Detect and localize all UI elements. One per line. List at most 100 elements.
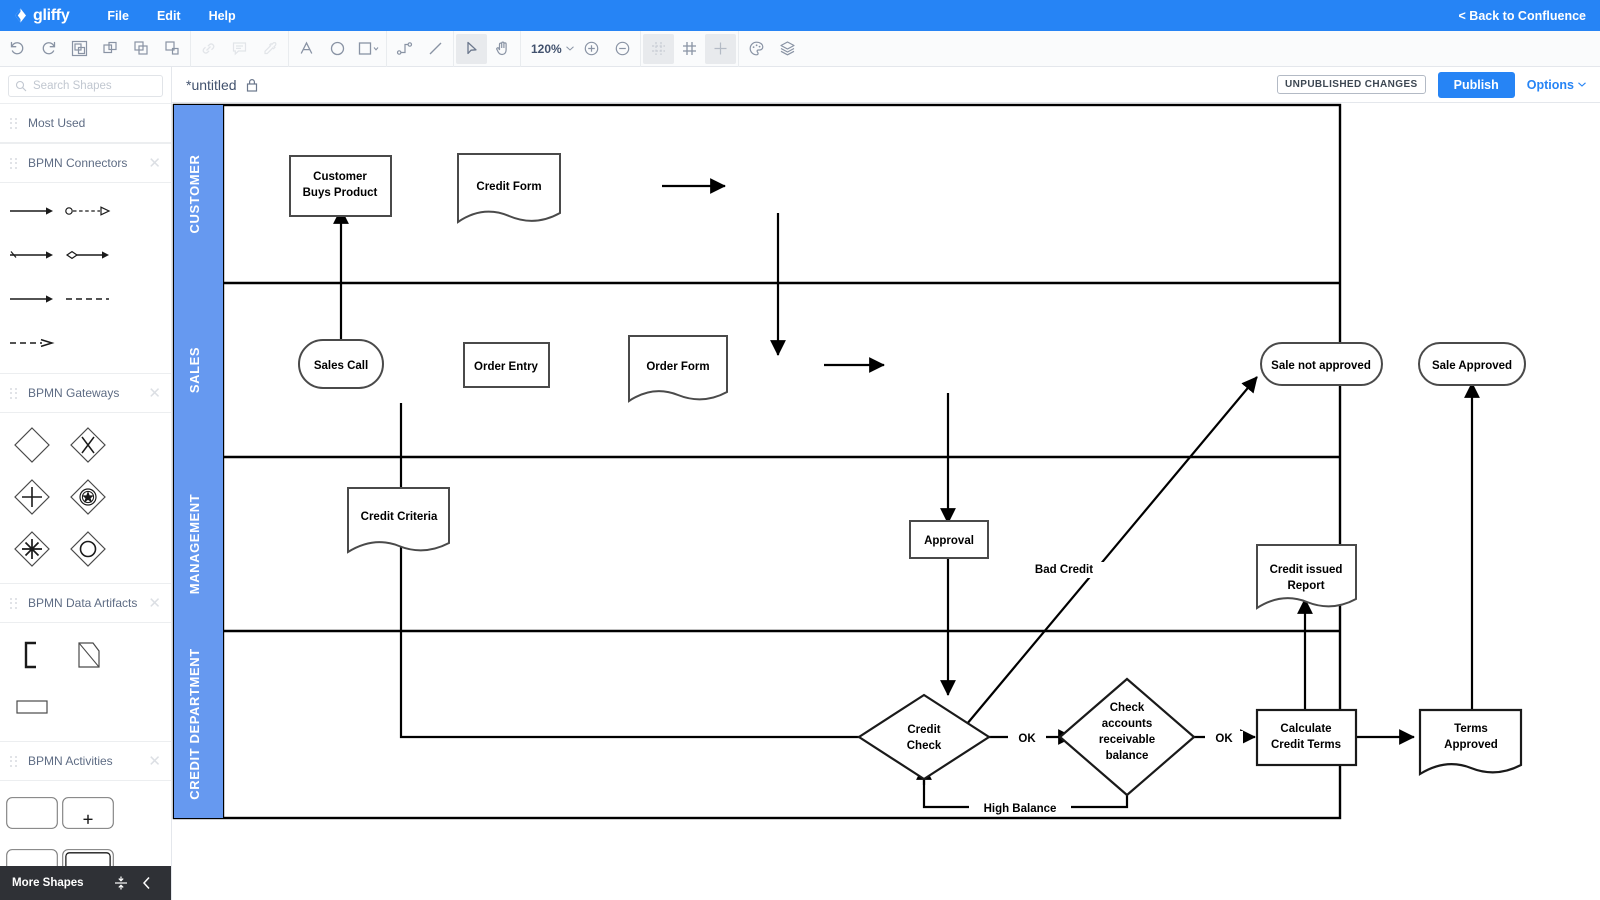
- collapse-sidebar-icon[interactable]: [134, 875, 160, 891]
- menu-edit[interactable]: Edit: [156, 8, 181, 23]
- document-title[interactable]: *untitled: [186, 76, 237, 93]
- sidebar-section-bpmn-gateways[interactable]: BPMN Gateways ✕: [0, 373, 171, 413]
- theme-palette-icon[interactable]: [741, 34, 772, 64]
- link-icon[interactable]: [193, 34, 224, 64]
- drag-grip-icon: [10, 117, 19, 129]
- lane-header-credit-department[interactable]: CREDIT DEPARTMENT: [174, 631, 223, 818]
- node-order-form[interactable]: Order Form: [628, 335, 728, 403]
- node-label: Order Form: [646, 361, 709, 373]
- document-bar: *untitled UNPUBLISHED CHANGES Publish Op…: [172, 67, 1600, 103]
- close-icon[interactable]: ✕: [148, 752, 161, 770]
- options-dropdown[interactable]: Options: [1527, 78, 1586, 92]
- back-to-confluence-link[interactable]: < Back to Confluence: [1458, 8, 1586, 23]
- send-to-back-icon[interactable]: [157, 34, 188, 64]
- node-label-line-1: Check: [1110, 702, 1145, 714]
- group-icon[interactable]: [64, 34, 95, 64]
- node-sale-approved[interactable]: Sale Approved: [1418, 342, 1526, 386]
- shape-gateway-inclusive[interactable]: [60, 523, 116, 575]
- sidebar-section-most-used[interactable]: Most Used: [0, 103, 171, 143]
- text-icon[interactable]: [291, 34, 322, 64]
- shape-plain-arrow[interactable]: [4, 277, 60, 321]
- zoom-out-icon[interactable]: [607, 34, 638, 64]
- sidebar-section-bpmn-data-artifacts[interactable]: BPMN Data Artifacts ✕: [0, 583, 171, 623]
- collapse-vertical-icon[interactable]: [108, 875, 134, 891]
- zoom-level-dropdown[interactable]: 120%: [523, 42, 576, 56]
- lock-icon[interactable]: [246, 78, 258, 92]
- comment-icon[interactable]: [224, 34, 255, 64]
- search-icon: [15, 80, 27, 92]
- drag-grip-icon: [10, 387, 19, 399]
- shape-gateway-exclusive-x[interactable]: [60, 419, 116, 471]
- shape-dashed-line[interactable]: [60, 277, 116, 321]
- shape-dashed-arrow[interactable]: [4, 321, 60, 365]
- shape-gateway-event-based[interactable]: [60, 471, 116, 523]
- node-calculate-credit-terms[interactable]: Calculate Credit Terms: [1255, 708, 1358, 767]
- layers-icon[interactable]: [772, 34, 803, 64]
- shape-default-flow[interactable]: [4, 233, 60, 277]
- show-grid-icon[interactable]: [674, 34, 705, 64]
- toolbar-group-zoom: 120%: [521, 30, 641, 67]
- eyedropper-icon[interactable]: [255, 34, 286, 64]
- shape-gateway-complex[interactable]: [4, 523, 60, 575]
- close-icon[interactable]: ✕: [148, 154, 161, 172]
- chevron-down-icon: [1578, 82, 1586, 87]
- duplicate-icon[interactable]: [95, 34, 126, 64]
- document-actions: UNPUBLISHED CHANGES Publish Options: [1277, 71, 1586, 98]
- lane-header-management[interactable]: MANAGEMENT: [174, 457, 223, 631]
- menu-file[interactable]: File: [107, 8, 129, 23]
- node-sales-call[interactable]: Sales Call: [298, 339, 384, 389]
- node-credit-criteria[interactable]: Credit Criteria: [347, 487, 450, 554]
- hand-icon[interactable]: [487, 34, 518, 64]
- shape-data-object[interactable]: [60, 629, 116, 681]
- snap-to-grid-icon[interactable]: [642, 33, 674, 64]
- node-label-line-1: Customer: [313, 171, 367, 183]
- close-icon[interactable]: ✕: [148, 594, 161, 612]
- node-approval[interactable]: Approval: [909, 520, 989, 559]
- search-shapes-box[interactable]: [8, 75, 163, 97]
- crosshair-icon[interactable]: [704, 33, 736, 64]
- toolbar-group-style: [739, 31, 805, 67]
- node-order-entry[interactable]: Order Entry: [463, 342, 550, 388]
- lane-header-sales[interactable]: SALES: [174, 283, 223, 457]
- shape-sequence-flow[interactable]: [4, 189, 60, 233]
- node-credit-check[interactable]: Credit Check: [856, 693, 992, 781]
- node-check-accounts-receivable-balance[interactable]: Check accounts receivable balance: [1058, 677, 1196, 797]
- rectangle-icon[interactable]: [353, 34, 384, 64]
- node-terms-approved[interactable]: Terms Approved: [1418, 708, 1523, 776]
- sidebar-section-bpmn-activities[interactable]: BPMN Activities ✕: [0, 741, 171, 781]
- gliffy-logo[interactable]: gliffy: [12, 7, 70, 25]
- section-title: BPMN Gateways: [28, 386, 120, 400]
- undo-icon[interactable]: [2, 34, 33, 64]
- shape-group-bracket[interactable]: [4, 629, 60, 681]
- edge-label-high-balance-text: High Balance: [984, 803, 1057, 815]
- diagram-canvas[interactable]: CUSTOMER SALES MANAGEMENT CREDIT DEPARTM…: [172, 103, 1600, 900]
- zoom-in-icon[interactable]: [576, 34, 607, 64]
- elbow-connector-icon[interactable]: [389, 34, 420, 64]
- redo-icon[interactable]: [33, 34, 64, 64]
- ellipse-icon[interactable]: [322, 34, 353, 64]
- section-title: BPMN Connectors: [28, 156, 128, 170]
- close-icon[interactable]: ✕: [148, 384, 161, 402]
- shape-conditional-flow[interactable]: [60, 233, 116, 277]
- publish-button[interactable]: Publish: [1437, 71, 1515, 98]
- shape-task[interactable]: [4, 787, 60, 839]
- shape-message-flow[interactable]: [60, 189, 116, 233]
- more-shapes-button[interactable]: More Shapes: [12, 877, 84, 889]
- shape-subprocess-collapsed[interactable]: [60, 787, 116, 839]
- node-credit-form[interactable]: Credit Form: [457, 153, 561, 224]
- node-credit-issued-report[interactable]: Credit issued Report: [1256, 544, 1357, 610]
- more-shapes-bar: More Shapes: [0, 866, 171, 900]
- bring-to-front-icon[interactable]: [126, 34, 157, 64]
- edge-label-ok-2-text: OK: [1215, 733, 1233, 745]
- search-input[interactable]: [33, 80, 153, 92]
- shape-annotation-box[interactable]: [4, 681, 60, 733]
- shape-gateway-exclusive-plain[interactable]: [4, 419, 60, 471]
- menu-help[interactable]: Help: [208, 8, 236, 23]
- lane-header-customer[interactable]: CUSTOMER: [174, 105, 223, 283]
- node-sale-not-approved[interactable]: Sale not approved: [1260, 342, 1383, 386]
- pointer-icon[interactable]: [456, 33, 487, 64]
- sidebar-section-bpmn-connectors[interactable]: BPMN Connectors ✕: [0, 143, 171, 183]
- shape-gateway-parallel[interactable]: [4, 471, 60, 523]
- node-customer-buys-product[interactable]: Customer Buys Product: [289, 155, 392, 217]
- line-icon[interactable]: [420, 34, 451, 64]
